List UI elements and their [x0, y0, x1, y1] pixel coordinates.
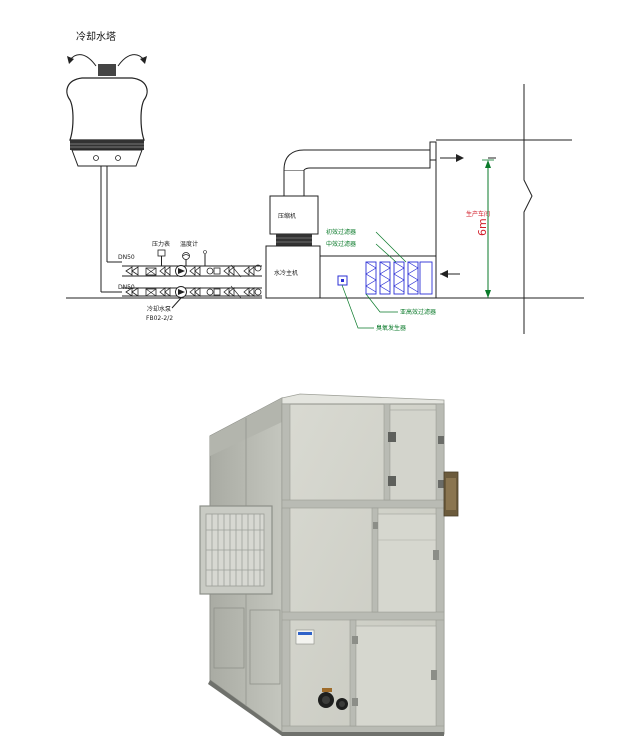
tower-body	[66, 77, 148, 141]
cooling-tower: 冷却水塔	[66, 30, 148, 167]
door-latch-2	[388, 476, 396, 486]
coil-band	[276, 234, 312, 246]
pump-leader	[171, 297, 182, 309]
ahu-box	[319, 255, 437, 299]
tower-louver-band	[70, 140, 144, 150]
height-dimension: 6m	[476, 159, 494, 298]
medium-filter-label: 中效过滤器	[326, 240, 356, 248]
pressure-gauge-label: 压力表	[152, 240, 170, 248]
thermometer-label: 温度计	[180, 240, 198, 248]
fan-hub	[98, 64, 116, 76]
condenser-box	[265, 245, 321, 299]
pipe-label-top: DN50	[118, 254, 135, 261]
exhaust-arrow-right	[117, 54, 145, 67]
primary-filter-label: 初效过滤器	[326, 228, 356, 236]
pipeline-bottom	[122, 285, 262, 299]
exhaust-arrow-right-head	[140, 56, 147, 64]
side-control-box	[443, 471, 459, 517]
compressor-box	[269, 195, 319, 235]
ozone-label: 臭氧发生器	[376, 324, 406, 332]
main-unit: 压缩机 水冷主机	[265, 141, 437, 299]
height-label: 6m	[476, 218, 489, 236]
compressor-label: 压缩机	[278, 212, 296, 220]
unit-front	[281, 403, 445, 735]
hepa-filter-label: 亚高效过滤器	[400, 308, 436, 316]
tower-pipes	[100, 166, 122, 293]
cooling-tower-title: 冷却水塔	[76, 30, 116, 43]
pump-label: 冷却水泵	[147, 305, 171, 313]
door-latch-1	[388, 432, 396, 442]
tower-basin	[71, 149, 143, 167]
ozone-generator	[337, 275, 348, 286]
exhaust-arrow-left-head	[67, 56, 74, 64]
condenser-label: 水冷主机	[274, 269, 298, 277]
workshop-building: 生产车间	[435, 84, 572, 334]
workshop-label: 生产车间	[466, 210, 490, 218]
unit-photo	[199, 393, 459, 736]
exhaust-arrow-left	[69, 54, 97, 67]
filter-annotations: 初效过滤器 中效过滤器 亚高效过滤器 臭氧发生器	[326, 228, 436, 332]
pump-model: FB02-2/2	[146, 315, 173, 322]
unit-base-shadow	[208, 680, 444, 736]
unit-left-side	[199, 397, 283, 733]
pipeline-top	[122, 249, 262, 278]
schematic-diagram: 冷却水塔 DN50 DN50 压力表 温度计	[66, 30, 584, 334]
